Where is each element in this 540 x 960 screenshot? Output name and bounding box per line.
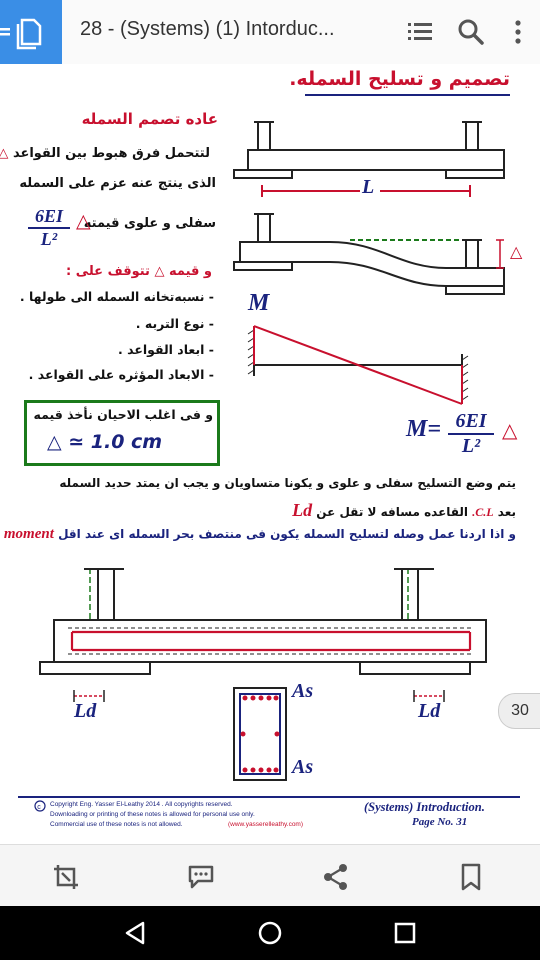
app-bar: 28 - (Systems) (1) Intorduc... [0,0,540,65]
moment-diagram [247,325,469,405]
fraction-6ei-l2: 6EI L² [28,206,70,250]
document-title: 28 - (Systems) (1) Intorduc... [80,18,335,40]
formula-delta: △ [502,418,518,442]
bottom-toolbar [0,844,540,907]
paragraph-3: و اذا اردنا عمل وصله لتسليح السمله يكون … [3,526,516,542]
formula-M-prefix: M= [406,416,442,442]
beam-diagrams [39,121,505,781]
heading-underline [305,94,510,96]
note-box-line-1: و فى اغلب الاحيان نأخذ قيمه [33,407,213,422]
label-Ld-right: Ld [418,700,441,722]
footer-line-2: Downloading or printing of these notes i… [50,811,255,818]
doc-heading: تصميم و تسليح السمله. [289,68,510,90]
note-box: و فى اغلب الاحيان نأخذ قيمه △ ≃ 1.0 cm [24,400,220,466]
document-copy-icon [0,18,42,50]
note-box-line-2: △ ≃ 1.0 cm [47,431,163,453]
footer-title: (Systems) Introduction. [364,800,485,814]
doc-subheading: عاده تصمم السمله [81,110,218,128]
text-line-1: لتتحمل فرق هبوط بين القواعد △ [0,146,210,161]
share-icon[interactable] [318,859,354,895]
depends-on-line: و قيمه △ تتوقف على : [66,264,212,279]
footer-line-3: Commercial use of these notes is not all… [50,821,183,828]
back-icon[interactable] [117,915,153,951]
bullet-2: - نوع التربه . [135,316,214,331]
label-moment-M: M [248,290,270,316]
beam-diagram-straight [233,121,505,197]
document-page[interactable]: تصميم و تسليح السمله. عاده تصمم السمله ل… [0,64,540,844]
page-number-badge[interactable]: 30 [498,693,540,729]
paragraph-2: بعد C.L. القاعده مسافه لا تقل عن Ld [292,500,516,520]
system-nav-bar [0,906,540,960]
footer-website: (www.yasserelleathy.com) [228,821,304,828]
document-menu-button[interactable] [0,0,62,64]
delta-deflection-label: △ [510,242,523,261]
copyright-icon: c [34,800,46,812]
beam-cross-section [233,687,287,781]
label-As-top: As [292,680,314,702]
delta-symbol-1: △ [76,210,91,232]
text-line-2: الذى ينتج عنه عزم على السمله [19,176,216,191]
footer-copyright: Copyright Eng. Yasser El-Leathy 2014 . A… [50,801,233,808]
bullet-1: - نسبه‌تخانه السمله الى طولها . [19,289,214,304]
label-Ld-left: Ld [74,700,97,722]
label-As-bottom: As [292,756,314,778]
table-of-contents-icon[interactable] [402,14,438,50]
text-line-3: سفلى و علوى قيمته [83,216,216,231]
more-vert-icon[interactable] [500,14,536,50]
footer-line [18,796,520,798]
formula-fraction: 6EI L² [448,410,494,458]
reinforcement-elevation [39,568,487,702]
comment-icon[interactable] [184,859,220,895]
search-icon[interactable] [453,14,489,50]
crop-tool-icon[interactable] [48,859,84,895]
home-icon[interactable] [252,915,288,951]
footer-page: Page No. 31 [412,816,468,828]
label-span-L: L [362,176,375,198]
beam-diagram-deflected [233,213,505,295]
paragraph-1: يتم وضع التسليح سفلى و علوى و يكونا متسا… [59,476,516,490]
bullet-3: - ابعاد القواعد . [118,342,214,357]
recents-icon[interactable] [387,915,423,951]
svg-text:c: c [37,804,41,811]
bookmark-icon[interactable] [453,859,489,895]
bullet-4: - الابعاد المؤثره على القواعد . [28,367,214,382]
